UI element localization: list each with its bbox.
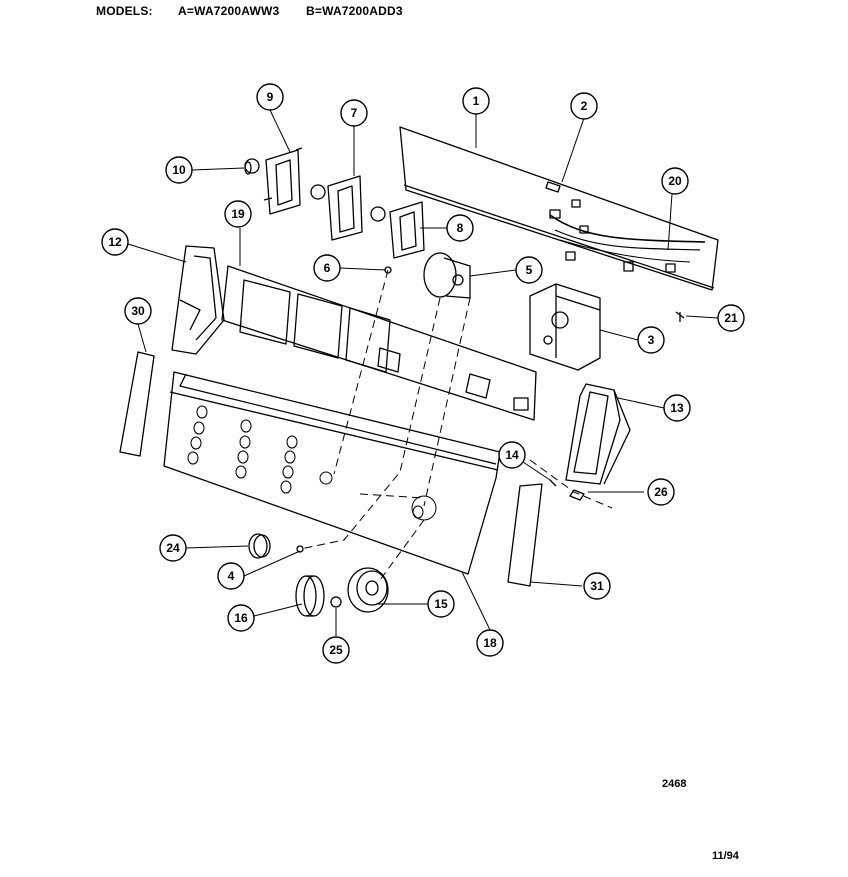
- callout-2: 2: [570, 92, 598, 120]
- callout-6: 6: [313, 254, 341, 282]
- callout-30: 30: [124, 297, 152, 325]
- callout-21: 21: [717, 304, 745, 332]
- callout-labels: 1 2 3 4 5 6 7 8 9 10 12 13 14 15 16 18 1…: [101, 83, 745, 664]
- callout-10: 10: [165, 156, 193, 184]
- callout-24: 24: [159, 534, 187, 562]
- svg-text:18: 18: [483, 636, 497, 650]
- svg-text:12: 12: [108, 235, 122, 249]
- svg-text:3: 3: [648, 333, 655, 347]
- svg-text:5: 5: [526, 263, 533, 277]
- console-panel-19: [221, 265, 537, 421]
- svg-text:31: 31: [590, 579, 604, 593]
- callout-18: 18: [476, 629, 504, 657]
- end-cap-12: [171, 245, 225, 355]
- svg-text:4: 4: [228, 569, 235, 583]
- callout-12: 12: [101, 228, 129, 256]
- svg-text:10: 10: [172, 163, 186, 177]
- svg-text:7: 7: [351, 106, 358, 120]
- callout-20: 20: [661, 167, 689, 195]
- callout-31: 31: [583, 572, 611, 600]
- svg-text:8: 8: [457, 221, 464, 235]
- svg-text:25: 25: [329, 643, 343, 657]
- svg-text:26: 26: [654, 485, 668, 499]
- callout-15: 15: [427, 590, 455, 618]
- svg-text:1: 1: [473, 94, 480, 108]
- callout-25: 25: [322, 636, 350, 664]
- trim-30: [119, 351, 155, 457]
- callout-4: 4: [217, 562, 245, 590]
- end-cap-13: [565, 383, 631, 485]
- switch-part-7: [327, 175, 363, 241]
- svg-text:6: 6: [324, 261, 331, 275]
- callout-1: 1: [462, 87, 490, 115]
- callout-3: 3: [637, 326, 665, 354]
- svg-text:16: 16: [234, 611, 248, 625]
- callout-14: 14: [498, 441, 526, 469]
- drawing-number: 2468: [662, 778, 687, 790]
- callout-16: 16: [227, 604, 255, 632]
- svg-text:24: 24: [166, 541, 180, 555]
- selector-switch-5: [423, 252, 471, 299]
- callout-13: 13: [663, 394, 691, 422]
- control-panel-18: [163, 371, 501, 575]
- svg-text:30: 30: [131, 304, 145, 318]
- revision-date: 11/94: [712, 850, 739, 862]
- switch-part-8: [389, 201, 425, 259]
- knob-24: [248, 533, 271, 559]
- trim-31: [507, 483, 543, 587]
- switch-part-9: [263, 147, 303, 215]
- callout-7: 7: [340, 99, 368, 127]
- callout-19: 19: [224, 200, 252, 228]
- svg-text:19: 19: [231, 207, 245, 221]
- model-a: A=WA7200AWW3: [178, 4, 280, 18]
- svg-text:2: 2: [581, 99, 588, 113]
- svg-text:21: 21: [724, 311, 738, 325]
- svg-text:14: 14: [505, 448, 519, 462]
- callout-26: 26: [647, 478, 675, 506]
- model-b: B=WA7200ADD3: [306, 4, 403, 18]
- knob-16: [295, 575, 325, 617]
- button-holes: [187, 405, 437, 521]
- dial-15: [347, 567, 389, 613]
- timer-3: [529, 283, 601, 371]
- callout-8: 8: [446, 214, 474, 242]
- back-panel-part: [399, 126, 719, 291]
- callout-9: 9: [256, 83, 284, 111]
- models-label: MODELS:: [96, 4, 153, 18]
- callout-5: 5: [515, 256, 543, 284]
- svg-text:20: 20: [668, 174, 682, 188]
- svg-text:15: 15: [434, 597, 448, 611]
- svg-text:13: 13: [670, 401, 684, 415]
- svg-text:9: 9: [267, 90, 274, 104]
